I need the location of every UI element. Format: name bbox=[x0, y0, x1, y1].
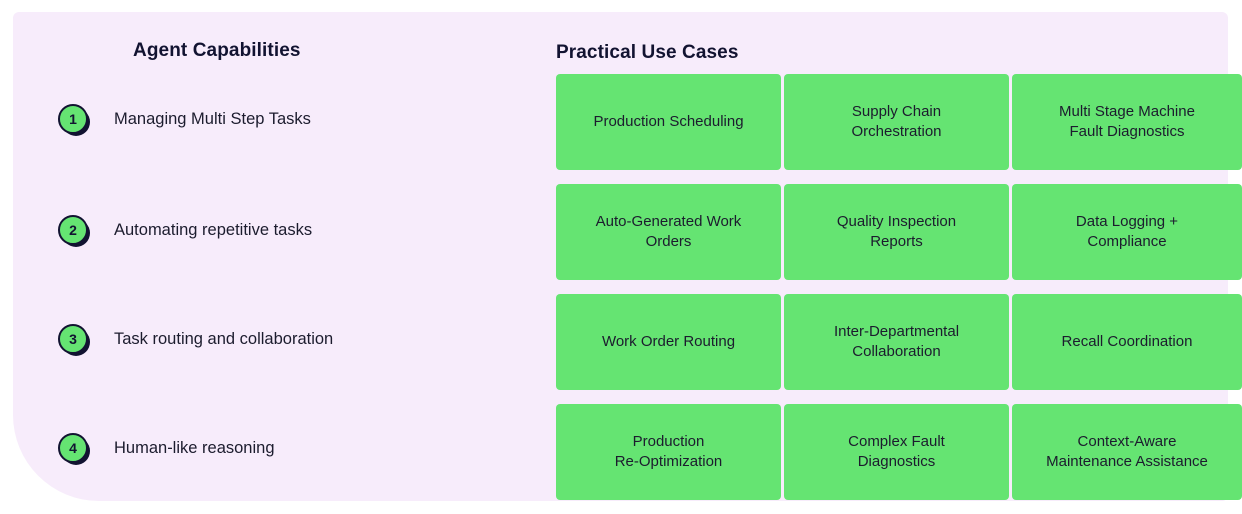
use-case-cell: Recall Coordination bbox=[1012, 294, 1242, 390]
use-case-card-line2: Reports bbox=[870, 233, 923, 250]
capability-item-3[interactable]: 3 Task routing and collaboration bbox=[58, 322, 528, 356]
capability-label-1: Managing Multi Step Tasks bbox=[114, 109, 311, 128]
capability-number-2: 2 bbox=[69, 222, 77, 238]
capability-number-badge-4: 4 bbox=[58, 433, 88, 463]
use-case-card-line1: Recall Coordination bbox=[1061, 333, 1193, 351]
capability-label-4: Human-like reasoning bbox=[114, 438, 275, 457]
content-panel: Agent Capabilities 1 Managing Multi Step… bbox=[13, 12, 1242, 501]
use-case-cell: Production Scheduling bbox=[556, 74, 784, 170]
agent-capabilities-column: Agent Capabilities 1 Managing Multi Step… bbox=[58, 30, 528, 485]
use-case-card[interactable]: Supply Chain Orchestration bbox=[784, 74, 1009, 170]
capability-number-badge-2: 2 bbox=[58, 215, 88, 245]
capability-number-badge-3: 3 bbox=[58, 324, 88, 354]
use-case-card-line2: Maintenance Assistance bbox=[1046, 453, 1208, 470]
use-case-cell: Data Logging + Compliance bbox=[1012, 184, 1242, 280]
use-case-card[interactable]: Complex Fault Diagnostics bbox=[784, 404, 1009, 500]
capability-number-4: 4 bbox=[69, 440, 77, 456]
use-case-card[interactable]: Auto-Generated Work Orders bbox=[556, 184, 781, 280]
use-case-card[interactable]: Quality Inspection Reports bbox=[784, 184, 1009, 280]
use-case-card[interactable]: Production Scheduling bbox=[556, 74, 781, 170]
capability-number-3: 3 bbox=[69, 331, 77, 347]
use-case-card-line2: Collaboration bbox=[852, 343, 941, 360]
use-case-cell: Supply Chain Orchestration bbox=[784, 74, 1012, 170]
capability-item-2[interactable]: 2 Automating repetitive tasks bbox=[58, 213, 528, 247]
use-case-card-line1: Production Scheduling bbox=[593, 113, 744, 131]
use-case-card-line2: Re-Optimization bbox=[614, 453, 723, 470]
use-case-cell: Multi Stage Machine Fault Diagnostics bbox=[1012, 74, 1242, 170]
capability-number-badge-1: 1 bbox=[58, 104, 88, 134]
use-case-cell: Complex Fault Diagnostics bbox=[784, 404, 1012, 500]
use-case-card[interactable]: Context-Aware Maintenance Assistance bbox=[1012, 404, 1242, 500]
use-case-card[interactable]: Multi Stage Machine Fault Diagnostics bbox=[1012, 74, 1242, 170]
use-case-cell: Auto-Generated Work Orders bbox=[556, 184, 784, 280]
use-case-card-line2: Orchestration bbox=[851, 123, 942, 140]
use-case-card-line1: Auto-Generated Work bbox=[595, 213, 742, 231]
use-case-card-line1: Context-Aware bbox=[1077, 433, 1177, 451]
use-case-card-line1: Quality Inspection bbox=[836, 213, 957, 231]
use-case-cell: Work Order Routing bbox=[556, 294, 784, 390]
use-case-card-line1: Inter-Departmental bbox=[833, 323, 960, 341]
use-case-grid: Production Scheduling Supply Chain Orche… bbox=[556, 74, 1242, 500]
use-case-card-line2: Orders bbox=[645, 233, 692, 250]
use-case-card-line1: Data Logging + bbox=[1075, 213, 1179, 231]
agent-capabilities-heading: Agent Capabilities bbox=[133, 40, 301, 61]
use-case-card-line2: Diagnostics bbox=[857, 453, 936, 470]
use-case-cell: Inter-Departmental Collaboration bbox=[784, 294, 1012, 390]
use-case-card[interactable]: Inter-Departmental Collaboration bbox=[784, 294, 1009, 390]
capability-number-1: 1 bbox=[69, 111, 77, 127]
use-case-card-line1: Production bbox=[632, 433, 705, 451]
capability-label-3: Task routing and collaboration bbox=[114, 329, 334, 348]
use-case-card[interactable]: Data Logging + Compliance bbox=[1012, 184, 1242, 280]
use-case-cell: Context-Aware Maintenance Assistance bbox=[1012, 404, 1242, 500]
use-case-card[interactable]: Production Re-Optimization bbox=[556, 404, 781, 500]
capability-label-2: Automating repetitive tasks bbox=[114, 220, 313, 239]
use-case-card-line1: Complex Fault bbox=[848, 433, 945, 451]
capability-item-1[interactable]: 1 Managing Multi Step Tasks bbox=[58, 102, 528, 136]
use-case-card[interactable]: Recall Coordination bbox=[1012, 294, 1242, 390]
use-case-card-line1: Multi Stage Machine bbox=[1059, 103, 1195, 121]
use-case-cell: Production Re-Optimization bbox=[556, 404, 784, 500]
use-case-card-line1: Supply Chain bbox=[851, 103, 942, 121]
capability-item-4[interactable]: 4 Human-like reasoning bbox=[58, 431, 528, 465]
practical-use-cases-heading: Practical Use Cases bbox=[556, 42, 739, 63]
use-case-card-line2: Compliance bbox=[1087, 233, 1167, 250]
use-case-cell: Quality Inspection Reports bbox=[784, 184, 1012, 280]
use-case-card-line1: Work Order Routing bbox=[601, 333, 736, 351]
use-case-card[interactable]: Work Order Routing bbox=[556, 294, 781, 390]
use-case-card-line2: Fault Diagnostics bbox=[1069, 123, 1185, 140]
